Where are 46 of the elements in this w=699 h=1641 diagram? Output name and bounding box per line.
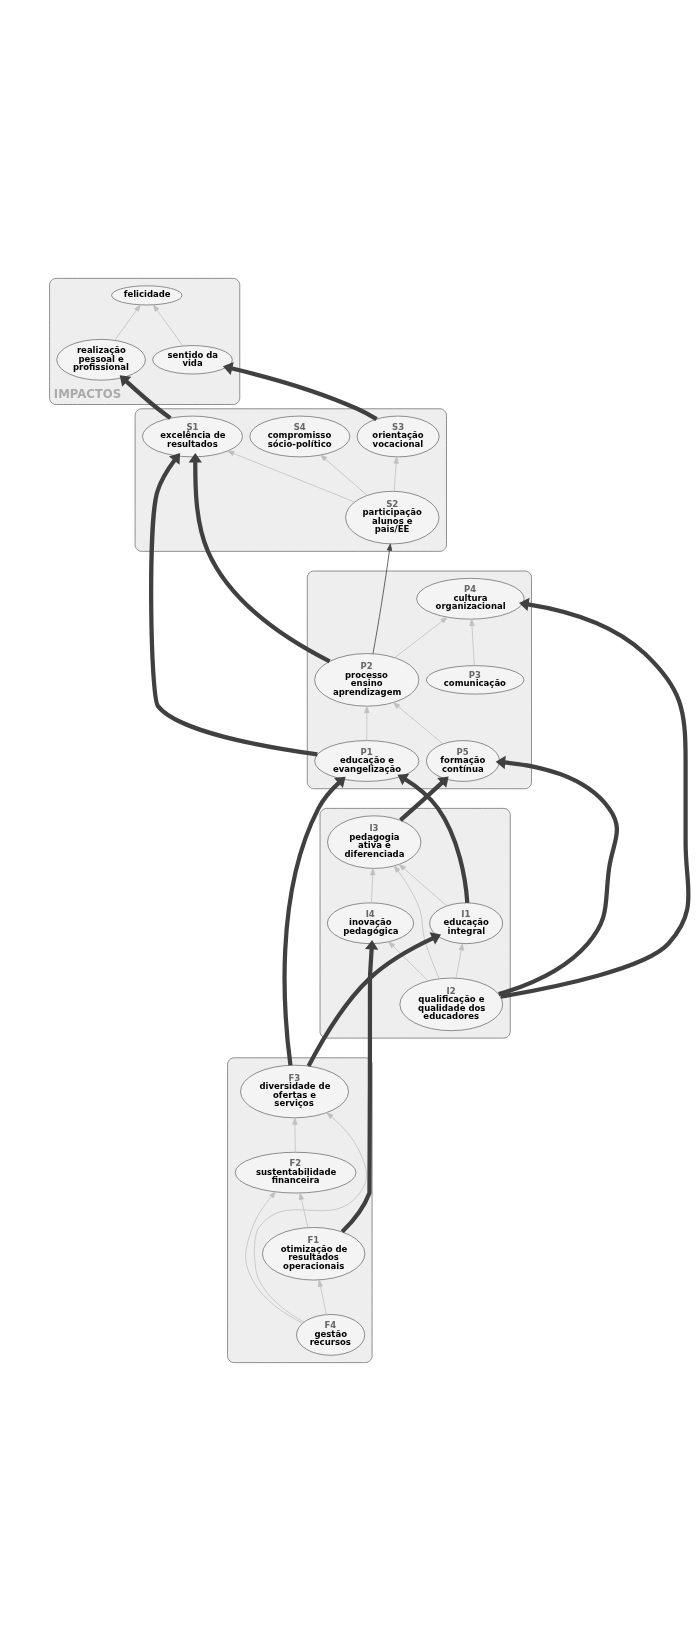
node-ellipse: P5 formação contínua [426, 740, 500, 782]
arrow [364, 705, 370, 742]
arrow [393, 865, 440, 980]
arrow [227, 450, 356, 503]
arrow [393, 456, 399, 492]
arrow [282, 776, 346, 1066]
arrow [152, 304, 184, 347]
node-ellipse: I4 inovação pedagógica [327, 902, 414, 944]
node-ellipse: S4 compromisso sócio-político [249, 415, 351, 458]
arrow [397, 773, 470, 903]
arrow [469, 618, 475, 666]
node-ellipse: felicidade [111, 285, 183, 306]
arrow [398, 864, 448, 907]
arrow [119, 375, 172, 420]
node-ellipse: P4 cultura organizacional [416, 578, 525, 620]
arrow [320, 454, 368, 496]
arrow [455, 943, 464, 979]
arrow [393, 702, 444, 745]
node-ellipse: F1 otimização de resultados operacionais [262, 1227, 366, 1281]
arrow [317, 1279, 327, 1315]
cluster [227, 1057, 373, 1363]
arrow [292, 1117, 298, 1153]
node-ellipse: P3 comunicação [426, 665, 525, 695]
node-ellipse: realização pessoal e profissional [56, 339, 146, 381]
arrow [370, 868, 376, 904]
arrow [298, 1192, 309, 1228]
arrow [222, 362, 378, 421]
arrow [399, 776, 449, 822]
arrow [495, 755, 619, 997]
node-ellipse: I2 qualificação e qualidade dos educadores [399, 977, 503, 1031]
arrow [340, 939, 379, 1234]
node-ellipse: F2 sustentabilidade financeira [234, 1152, 357, 1194]
arrow [114, 304, 141, 341]
arrow [372, 543, 393, 654]
arrow [306, 932, 441, 1067]
arrow [188, 453, 331, 664]
cluster [319, 808, 511, 1039]
arrow [394, 616, 448, 659]
node-ellipse: P1 educação e evangelização [314, 740, 420, 782]
arrow [500, 597, 691, 999]
node-ellipse: F4 gestão recursos [296, 1314, 366, 1356]
node-ellipse: S2 participação alunos e pais/EE [345, 491, 440, 545]
arrow [245, 1191, 304, 1324]
node-ellipse: S3 orientação vocacional [356, 415, 440, 458]
arrow [149, 453, 318, 757]
arrow [388, 941, 429, 982]
